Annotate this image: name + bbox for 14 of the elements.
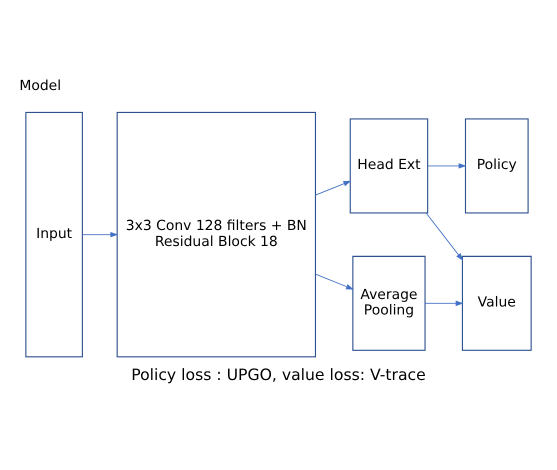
node-box: Head Ext — [350, 118, 428, 213]
arrow — [427, 162, 466, 168]
diagram-title: Model — [19, 78, 62, 94]
node-box: Policy — [464, 118, 529, 213]
node-box: 3x3 Conv 128 filters + BN Residual Block 18 — [116, 111, 316, 357]
arrow — [426, 212, 464, 260]
caption: Policy loss : UPGO, value loss: V-trace — [131, 364, 426, 384]
arrow — [315, 180, 352, 195]
node-box: Value — [462, 255, 532, 350]
node-box: Input — [25, 111, 83, 357]
node-box: Average Pooling — [352, 255, 426, 350]
arrow — [82, 231, 118, 237]
arrow — [424, 300, 464, 306]
arrow — [315, 273, 354, 290]
